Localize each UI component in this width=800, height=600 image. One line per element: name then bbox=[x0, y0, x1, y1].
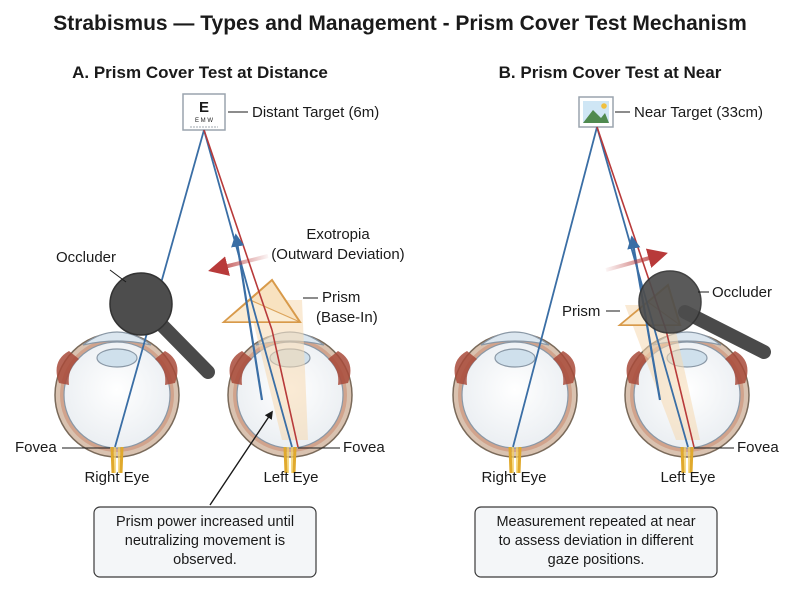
note-a-line3: observed. bbox=[173, 552, 237, 568]
right-eye-label-b: Right Eye bbox=[481, 469, 546, 486]
eye-chart-small-letters: E M W bbox=[195, 118, 213, 124]
near-target-label: Near Target (33cm) bbox=[634, 104, 763, 121]
note-b-line2: to assess deviation in different bbox=[499, 533, 694, 549]
panel-a-heading: A. Prism Cover Test at Distance bbox=[72, 63, 328, 82]
deviation-label-line2: (Outward Deviation) bbox=[271, 246, 404, 263]
right-eye-label-a: Right Eye bbox=[84, 469, 149, 486]
note-box-a bbox=[93, 506, 317, 578]
deviation-arrow-b bbox=[605, 248, 668, 272]
occluder-label-b: Occluder bbox=[712, 284, 772, 301]
occluder-a bbox=[109, 272, 215, 379]
panel-b-heading: B. Prism Cover Test at Near bbox=[499, 63, 722, 82]
picture-target-icon bbox=[578, 96, 614, 128]
distant-target-label: Distant Target (6m) bbox=[252, 104, 379, 121]
note-a-line2: neutralizing movement is bbox=[125, 533, 285, 549]
occluder-leader-a bbox=[109, 269, 127, 283]
fovea-label-right-eye-a: Fovea bbox=[15, 439, 57, 456]
ray-right-eye-b bbox=[512, 126, 598, 448]
note-b-line3: gaze positions. bbox=[548, 552, 645, 568]
prism-label-line2: (Base-In) bbox=[316, 309, 378, 326]
fovea-label-left-eye-a: Fovea bbox=[343, 439, 385, 456]
ray-left-eye-fovea-a bbox=[203, 129, 293, 448]
eye-chart-letter: E bbox=[199, 99, 209, 116]
eye-chart-icon: E E M W bbox=[182, 93, 226, 131]
right-eye-a bbox=[53, 330, 181, 475]
callout-arrow-a bbox=[209, 410, 273, 506]
outward-deviation-arrow bbox=[208, 254, 269, 276]
fovea-label-left-eye-b: Fovea bbox=[737, 439, 779, 456]
ray-deviated-lower-a bbox=[271, 329, 299, 448]
right-eye-b bbox=[451, 330, 579, 475]
left-eye-label-b: Left Eye bbox=[660, 469, 715, 486]
note-a-line1: Prism power increased until bbox=[116, 514, 294, 530]
prism-label-line1: Prism bbox=[322, 289, 360, 306]
note-box-b bbox=[474, 506, 718, 578]
ray-deviated-upper-a bbox=[203, 129, 273, 331]
note-b-line1: Measurement repeated at near bbox=[496, 514, 695, 530]
occluder-label-a: Occluder bbox=[56, 249, 116, 266]
diagram-title: Strabismus — Types and Management - Pris… bbox=[53, 12, 747, 35]
prism-light-cone bbox=[248, 300, 308, 440]
deviation-label-line1: Exotropia bbox=[306, 226, 370, 243]
prism-light-cone-b bbox=[625, 305, 700, 440]
prism-label-b: Prism bbox=[562, 303, 600, 320]
occluder-b bbox=[638, 270, 771, 359]
ray-deviated-lower-b bbox=[665, 329, 695, 448]
left-eye-label-a: Left Eye bbox=[263, 469, 318, 486]
